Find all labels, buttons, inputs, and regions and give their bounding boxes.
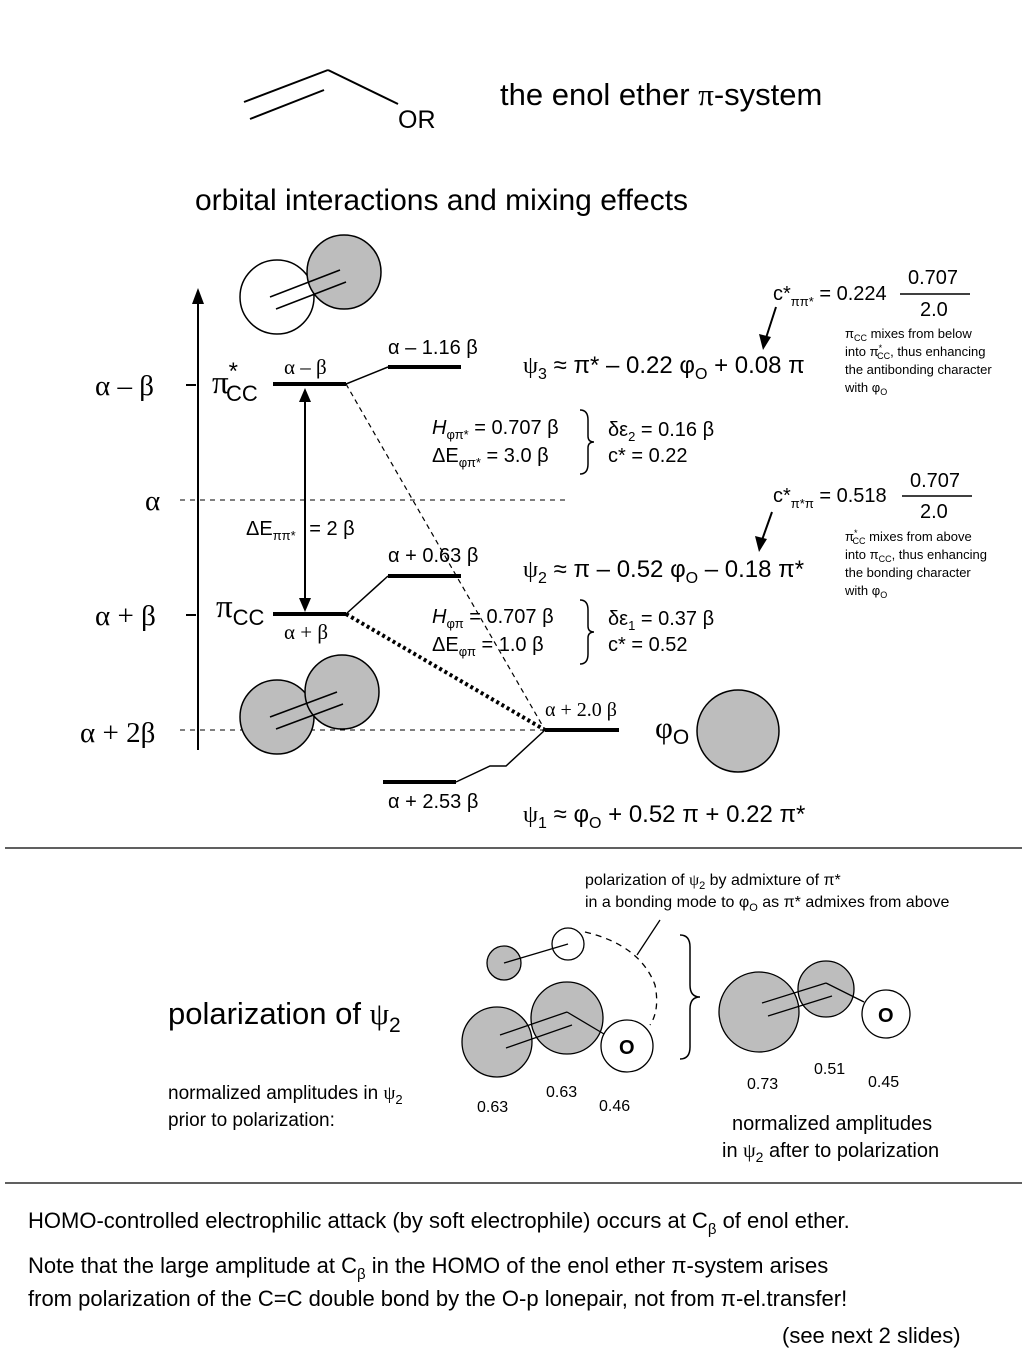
axis-label-alpha-plus-beta: α + β: [95, 600, 156, 632]
amp-before-1: 0.63: [477, 1099, 508, 1116]
amp-after-3: 0.45: [868, 1074, 899, 1091]
svg-text:0.707: 0.707: [908, 267, 958, 289]
de-phi-pi: ΔEφπ = 1.0 β: [432, 634, 544, 659]
molecule-label: OR: [398, 106, 436, 134]
svg-text:0.707: 0.707: [910, 470, 960, 492]
pi-energy-label: α + β: [284, 620, 328, 644]
amp-before-3: 0.46: [599, 1098, 630, 1115]
conclusion-line1: HOMO-controlled electrophilic attack (by…: [28, 1208, 850, 1238]
before-label-line2: prior to polarization:: [168, 1110, 335, 1131]
after-label-line1: normalized amplitudes: [732, 1113, 932, 1135]
phi-o-symbol: φO: [655, 710, 689, 749]
psi2-before-picture: [461, 981, 654, 1078]
de-phi-pistar: ΔEφπ* = 3.0 β: [432, 445, 549, 470]
note-upper: πCC mixes from below into π*CC, thus enh…: [844, 326, 992, 397]
svg-text:c*ππ* = 0.224: c*ππ* = 0.224: [773, 283, 887, 309]
delta-eps2: δε2 = 0.16 β: [608, 419, 714, 444]
after-label-line2: in ψ2 after to polarization: [722, 1140, 939, 1165]
note-lower: π*CC mixes from above into πCC, thus enh…: [844, 528, 987, 600]
svg-text:the bonding character: the bonding character: [845, 565, 971, 580]
axis-tick-labels: α – β α α + β α + 2β: [80, 370, 160, 749]
conclusion-line3: from polarization of the C=C double bond…: [28, 1286, 847, 1311]
svg-text:π*CC mixes from above: π*CC mixes from above: [845, 528, 972, 546]
interaction-lower: Hφπ = 0.707 β ΔEφπ = 1.0 β δε1 = 0.37 β …: [432, 599, 714, 665]
phi-o-orbital-picture: [696, 689, 780, 773]
psi2-before-o-label: O: [619, 1037, 635, 1059]
brace-upper: [579, 409, 595, 475]
polarization-note-line2: in a bonding mode to φO as π* admixes fr…: [585, 894, 949, 914]
gap-label: ΔEππ* = 2 β: [246, 518, 355, 543]
page-subtitle: orbital interactions and mixing effects: [195, 184, 688, 217]
svg-text:with φO: with φO: [844, 380, 887, 397]
svg-text:2.0: 2.0: [920, 299, 948, 321]
axis-label-alpha-plus-2beta: α + 2β: [80, 717, 155, 749]
polarization-heading: polarization of ψ2: [168, 996, 401, 1037]
see-next-slides: (see next 2 slides): [782, 1323, 961, 1348]
svg-text:πCC mixes from below: πCC mixes from below: [845, 326, 972, 343]
psi1-equation: ψ1 ≈ φO + 0.52 π + 0.22 π*: [523, 801, 805, 832]
pi-star-admixture-picture: [486, 927, 658, 1026]
psi2-after-o-label: O: [878, 1005, 894, 1027]
psi3-energy-label: α – 1.16 β: [388, 337, 478, 359]
svg-text:c*π*π = 0.518: c*π*π = 0.518: [773, 485, 887, 511]
polarization-note-line1: polarization of ψ2 by admixture of π*: [585, 872, 841, 892]
svg-text:the antibonding character: the antibonding character: [845, 362, 992, 377]
svg-text:with φO: with φO: [844, 583, 887, 600]
enol-ether-structure: [243, 69, 399, 120]
amp-after-1: 0.73: [747, 1076, 778, 1093]
svg-text:into πCC, thus enhancing: into πCC, thus enhancing: [845, 547, 987, 564]
psi2-after-picture: [718, 960, 911, 1053]
pi-star-cc-symbol: π*CC: [212, 358, 258, 406]
coefficient-upper-arrow: [759, 306, 777, 350]
correlation-lines: [344, 366, 547, 783]
psi2-energy-label: α + 0.63 β: [388, 545, 478, 567]
h-phi-pi: Hφπ = 0.707 β: [432, 606, 554, 631]
interaction-upper: Hφπ* = 0.707 β ΔEφπ* = 3.0 β δε2 = 0.16 …: [432, 409, 714, 475]
pi-cc-symbol: πCC: [216, 589, 265, 630]
coefficient-lower-arrow: [755, 511, 773, 552]
pi-orbital-picture: [239, 654, 380, 755]
brace-polarization: [679, 934, 701, 1060]
pi-star-energy-label: α – β: [284, 355, 327, 379]
coefficient-upper: c*ππ* = 0.224 0.707 2.0: [773, 267, 970, 321]
delta-eps1: δε1 = 0.37 β: [608, 608, 714, 633]
psi1-energy-label: α + 2.53 β: [388, 791, 478, 813]
psi2-equation: ψ2 ≈ π – 0.52 φO – 0.18 π*: [523, 556, 804, 587]
gap-arrow: [299, 388, 311, 612]
c-star-upper: c* = 0.22: [608, 445, 688, 467]
energy-levels: [273, 365, 619, 784]
h-phi-pistar: Hφπ* = 0.707 β: [432, 417, 559, 442]
psi3-equation: ψ3 ≈ π* – 0.22 φO + 0.08 π: [523, 352, 805, 383]
phi-o-energy-label: α + 2.0 β: [545, 699, 617, 721]
page-title: the enol ether π-system: [500, 77, 822, 112]
coefficient-lower: c*π*π = 0.518 0.707 2.0: [773, 470, 972, 523]
svg-text:into π*CC, thus enhancing: into π*CC, thus enhancing: [845, 343, 986, 361]
polarization-note-pointer: [636, 919, 661, 956]
conclusion-line2: Note that the large amplitude at Cβ in t…: [28, 1253, 828, 1283]
amp-before-2: 0.63: [546, 1084, 577, 1101]
energy-axis: [186, 288, 204, 750]
before-label-line1: normalized amplitudes in ψ2: [168, 1083, 403, 1107]
axis-label-alpha-minus-beta: α – β: [95, 370, 154, 402]
axis-label-alpha: α: [145, 485, 160, 517]
brace-lower: [579, 599, 595, 665]
svg-text:2.0: 2.0: [920, 501, 948, 523]
c-star-lower: c* = 0.52: [608, 634, 688, 656]
reference-dashed-lines: [180, 499, 568, 731]
pi-star-orbital-picture: [239, 234, 382, 335]
amp-after-2: 0.51: [814, 1061, 845, 1078]
